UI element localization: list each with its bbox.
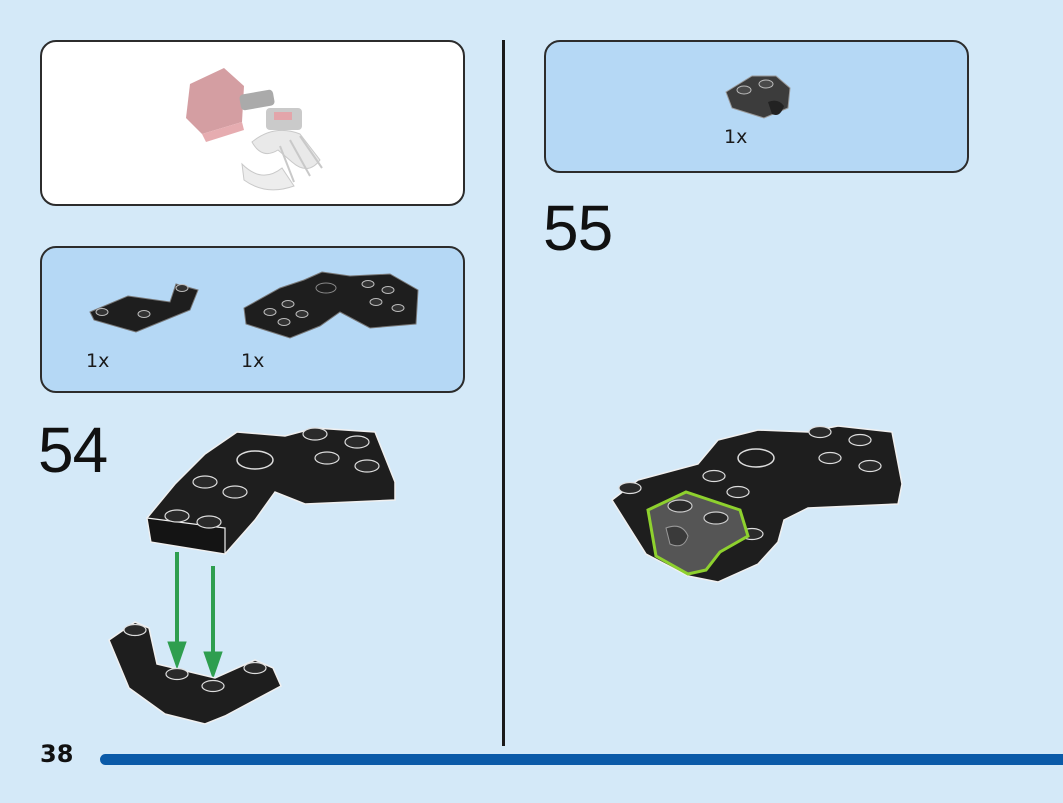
step-54-number: 54 bbox=[38, 414, 108, 486]
new-part-highlight bbox=[646, 490, 750, 576]
part-2-quantity: 1x bbox=[241, 350, 265, 372]
submodel-preview-panel bbox=[40, 40, 465, 206]
robot-arm-hand-illustration bbox=[186, 68, 323, 191]
inverted-slope-plate-icon bbox=[89, 283, 199, 333]
step-55-number: 55 bbox=[543, 192, 613, 264]
black-wedge-assembly-icon bbox=[243, 271, 419, 339]
page-number: 38 bbox=[40, 740, 74, 768]
step-55-parts-panel: 1x bbox=[544, 40, 969, 173]
part-1-quantity: 1x bbox=[86, 350, 110, 372]
column-divider bbox=[502, 40, 505, 746]
step-55-assembly-illustration bbox=[611, 425, 903, 583]
assembly-arrows bbox=[167, 552, 223, 680]
step-54-assembly-illustration bbox=[108, 427, 396, 725]
gray-clip-plate-icon bbox=[725, 75, 791, 119]
page-progress-bar bbox=[100, 754, 1063, 765]
part-1-quantity: 1x bbox=[724, 126, 748, 148]
step-54-parts-panel: 1x 1x bbox=[40, 246, 465, 393]
